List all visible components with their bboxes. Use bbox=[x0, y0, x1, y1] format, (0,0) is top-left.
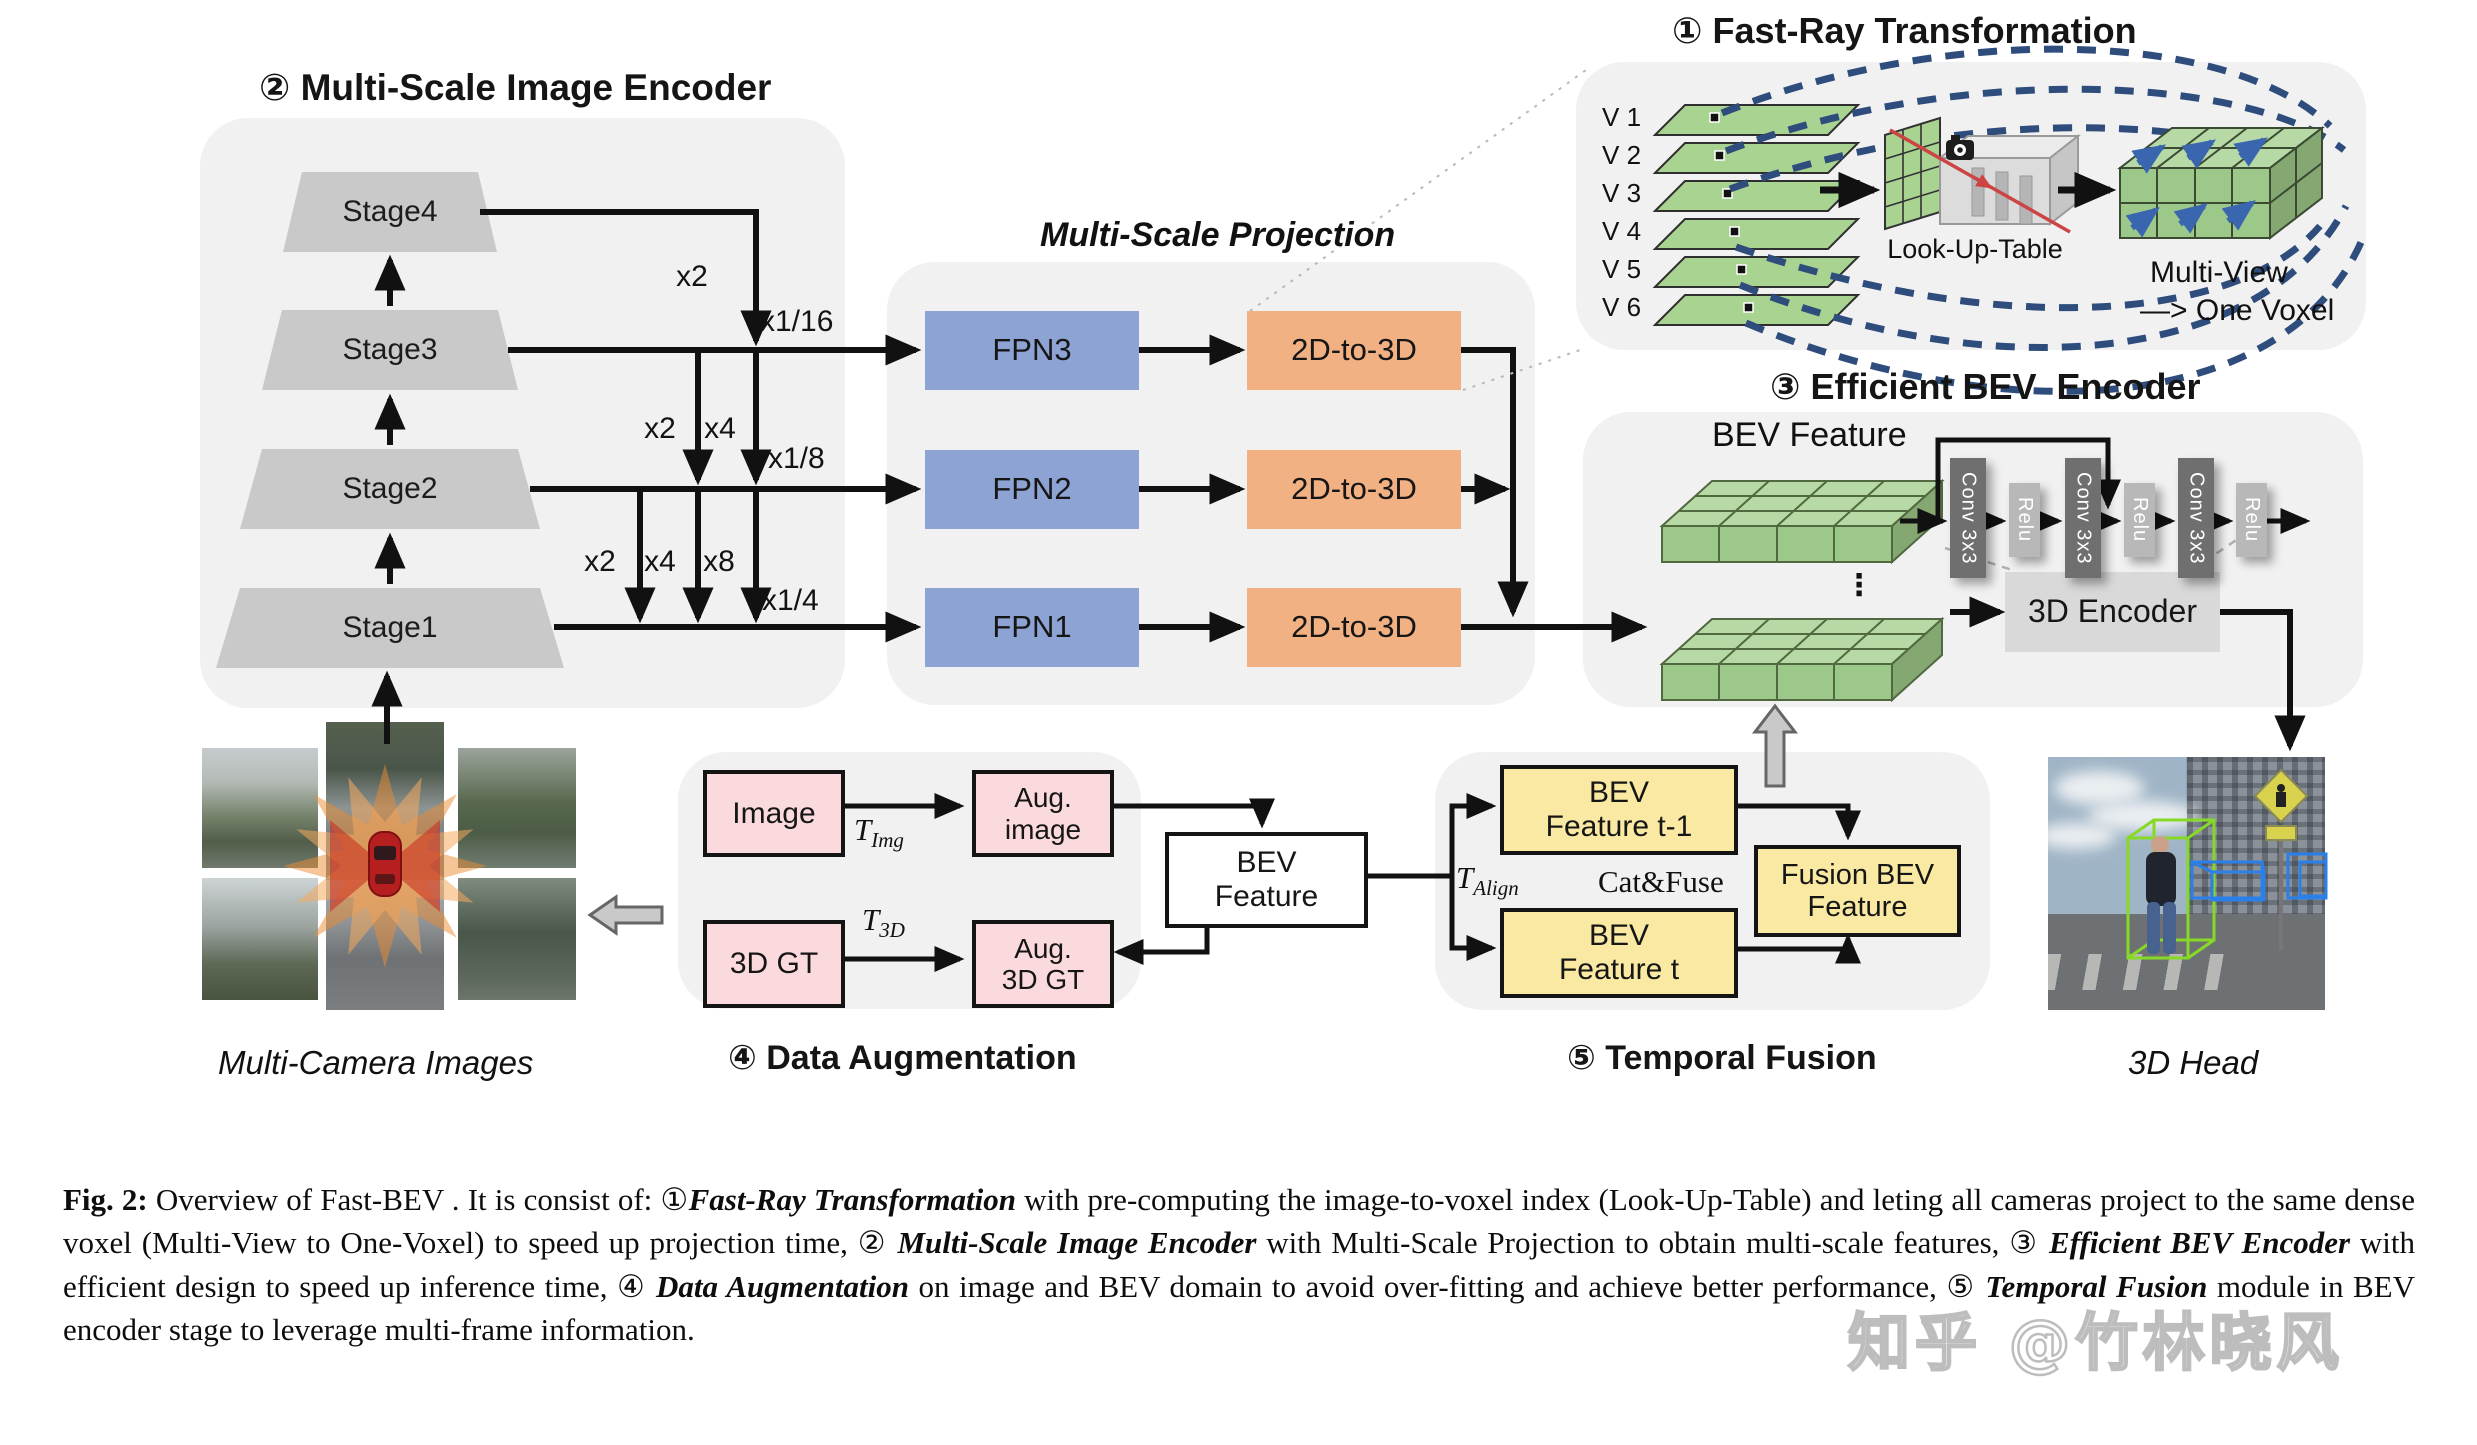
camera-photo-front bbox=[326, 722, 444, 880]
encoder-title: ② Multi-Scale Image Encoder bbox=[259, 67, 772, 108]
aug-3d-gt-box: Aug. 3D GT bbox=[972, 920, 1114, 1008]
bev-feature-label: BEV Feature bbox=[1712, 416, 1907, 454]
conv3x3-bar-3: Conv 3x3 bbox=[2178, 458, 2214, 578]
fpn3-box: FPN3 bbox=[925, 311, 1139, 390]
bev-feature-t1-box: BEV Feature t-1 bbox=[1500, 765, 1738, 855]
cat-and-fuse-label: Cat&Fuse bbox=[1598, 864, 1724, 899]
scale-x4-bot: x4 bbox=[644, 545, 676, 578]
aug-image-box: Aug. image bbox=[972, 770, 1114, 857]
projection-title: Multi-Scale Projection bbox=[1040, 216, 1396, 254]
conv3x3-bar-2: Conv 3x3 bbox=[2065, 458, 2101, 578]
camera-photo-back bbox=[326, 880, 444, 1010]
view-label-v2: V 2 bbox=[1602, 140, 1642, 170]
view-label-v1: V 1 bbox=[1602, 102, 1642, 132]
3d-gt-box: 3D GT bbox=[703, 920, 845, 1008]
scale-x1-16: x1/16 bbox=[760, 305, 834, 338]
caption-fig-number: Fig. 2: bbox=[63, 1182, 148, 1217]
multi-camera-label: Multi-Camera Images bbox=[218, 1044, 534, 1081]
head-3d-label: 3D Head bbox=[2128, 1044, 2259, 1081]
scale-x2-bot: x2 bbox=[584, 545, 616, 578]
t-img-label: TImg bbox=[854, 812, 904, 853]
stage4-label: Stage4 bbox=[342, 195, 438, 228]
dataaug-title: ④ Data Augmentation bbox=[728, 1039, 1077, 1077]
bev-feature-t-box: BEV Feature t bbox=[1500, 908, 1738, 998]
scale-x2-top: x2 bbox=[676, 260, 708, 293]
camera-photo-back-right bbox=[458, 878, 576, 1000]
fpn1-box: FPN1 bbox=[925, 588, 1139, 667]
building-windows bbox=[2186, 757, 2325, 914]
image-box: Image bbox=[703, 770, 845, 857]
bev-feature-line2: Feature bbox=[1214, 880, 1319, 913]
aug-image-line1: Aug. bbox=[1014, 782, 1072, 814]
fusion-line2: Feature bbox=[1807, 891, 1908, 923]
bev-feature-box: BEV Feature bbox=[1165, 832, 1368, 928]
bev-t-line1: BEV bbox=[1588, 919, 1650, 953]
fusion-bev-feature-box: Fusion BEV Feature bbox=[1754, 845, 1961, 937]
camera-photo-front-right bbox=[458, 748, 576, 868]
temporal-title: ⑤ Temporal Fusion bbox=[1567, 1039, 1877, 1077]
relu-bar-2: Relu bbox=[2124, 483, 2155, 557]
camera-photo-back-left bbox=[202, 878, 318, 1000]
2d-to-3d-box-bot: 2D-to-3D bbox=[1247, 588, 1461, 667]
fusion-line1: Fusion BEV bbox=[1780, 858, 1935, 891]
camera-photo-front-left bbox=[202, 748, 318, 868]
view-label-v5: V 5 bbox=[1602, 254, 1642, 284]
scale-x4-mid: x4 bbox=[704, 412, 736, 445]
fpn2-box: FPN2 bbox=[925, 450, 1139, 529]
stage2-label: Stage2 bbox=[342, 472, 438, 505]
view-label-v6: V 6 bbox=[1602, 292, 1642, 322]
view-label-v4: V 4 bbox=[1602, 216, 1642, 246]
2d-to-3d-box-top: 2D-to-3D bbox=[1247, 311, 1461, 390]
fastray-title: ① Fast-Ray Transformation bbox=[1672, 10, 2137, 51]
figure-caption: Fig. 2: Overview of Fast-BEV . It is con… bbox=[63, 1182, 2415, 1348]
aug-to-cameras-block-arrow bbox=[587, 894, 664, 936]
conv3x3-bar-1: Conv 3x3 bbox=[1950, 458, 1986, 578]
bev-feature-line1: BEV bbox=[1236, 846, 1297, 880]
scale-x2-mid: x2 bbox=[644, 412, 676, 445]
2d-to-3d-box-mid: 2D-to-3D bbox=[1247, 450, 1461, 529]
t-align-label: TAlign bbox=[1456, 860, 1519, 901]
bev-t1-line1: BEV bbox=[1588, 776, 1650, 810]
detection-result-photo bbox=[2048, 757, 2325, 1010]
crosswalk bbox=[2048, 954, 2242, 990]
view-label-v3: V 3 bbox=[1602, 178, 1642, 208]
bev-t-line2: Feature t bbox=[1558, 953, 1680, 986]
relu-bar-3: Relu bbox=[2236, 483, 2267, 557]
look-up-table-label: Look-Up-Table bbox=[1887, 234, 2063, 264]
stage3-label: Stage3 bbox=[342, 333, 438, 366]
aug-image-line2: image bbox=[1004, 813, 1082, 845]
bev-t1-line2: Feature t-1 bbox=[1545, 810, 1693, 843]
aug-gt-line1: Aug. bbox=[1014, 932, 1072, 964]
scale-x1-8: x1/8 bbox=[768, 442, 825, 475]
stage1-label: Stage1 bbox=[342, 611, 438, 644]
relu-bar-1: Relu bbox=[2009, 483, 2040, 557]
scale-x1-4: x1/4 bbox=[762, 584, 819, 617]
t-3d-label: T3D bbox=[862, 902, 905, 943]
scale-x8-bot: x8 bbox=[703, 545, 735, 578]
aug-gt-line2: 3D GT bbox=[1001, 964, 1085, 995]
bev-encoder-title: ③ Efficient BEV Encoder bbox=[1770, 366, 2201, 407]
one-voxel-label: —> One Voxel bbox=[2140, 294, 2335, 327]
watermark: 知乎 @竹林晓风 bbox=[1847, 1305, 2344, 1381]
3d-encoder-box: 3D Encoder bbox=[2005, 572, 2220, 652]
slab-ellipsis: ⋮ bbox=[1844, 569, 1874, 602]
multi-view-label: Multi-View bbox=[2150, 256, 2288, 289]
